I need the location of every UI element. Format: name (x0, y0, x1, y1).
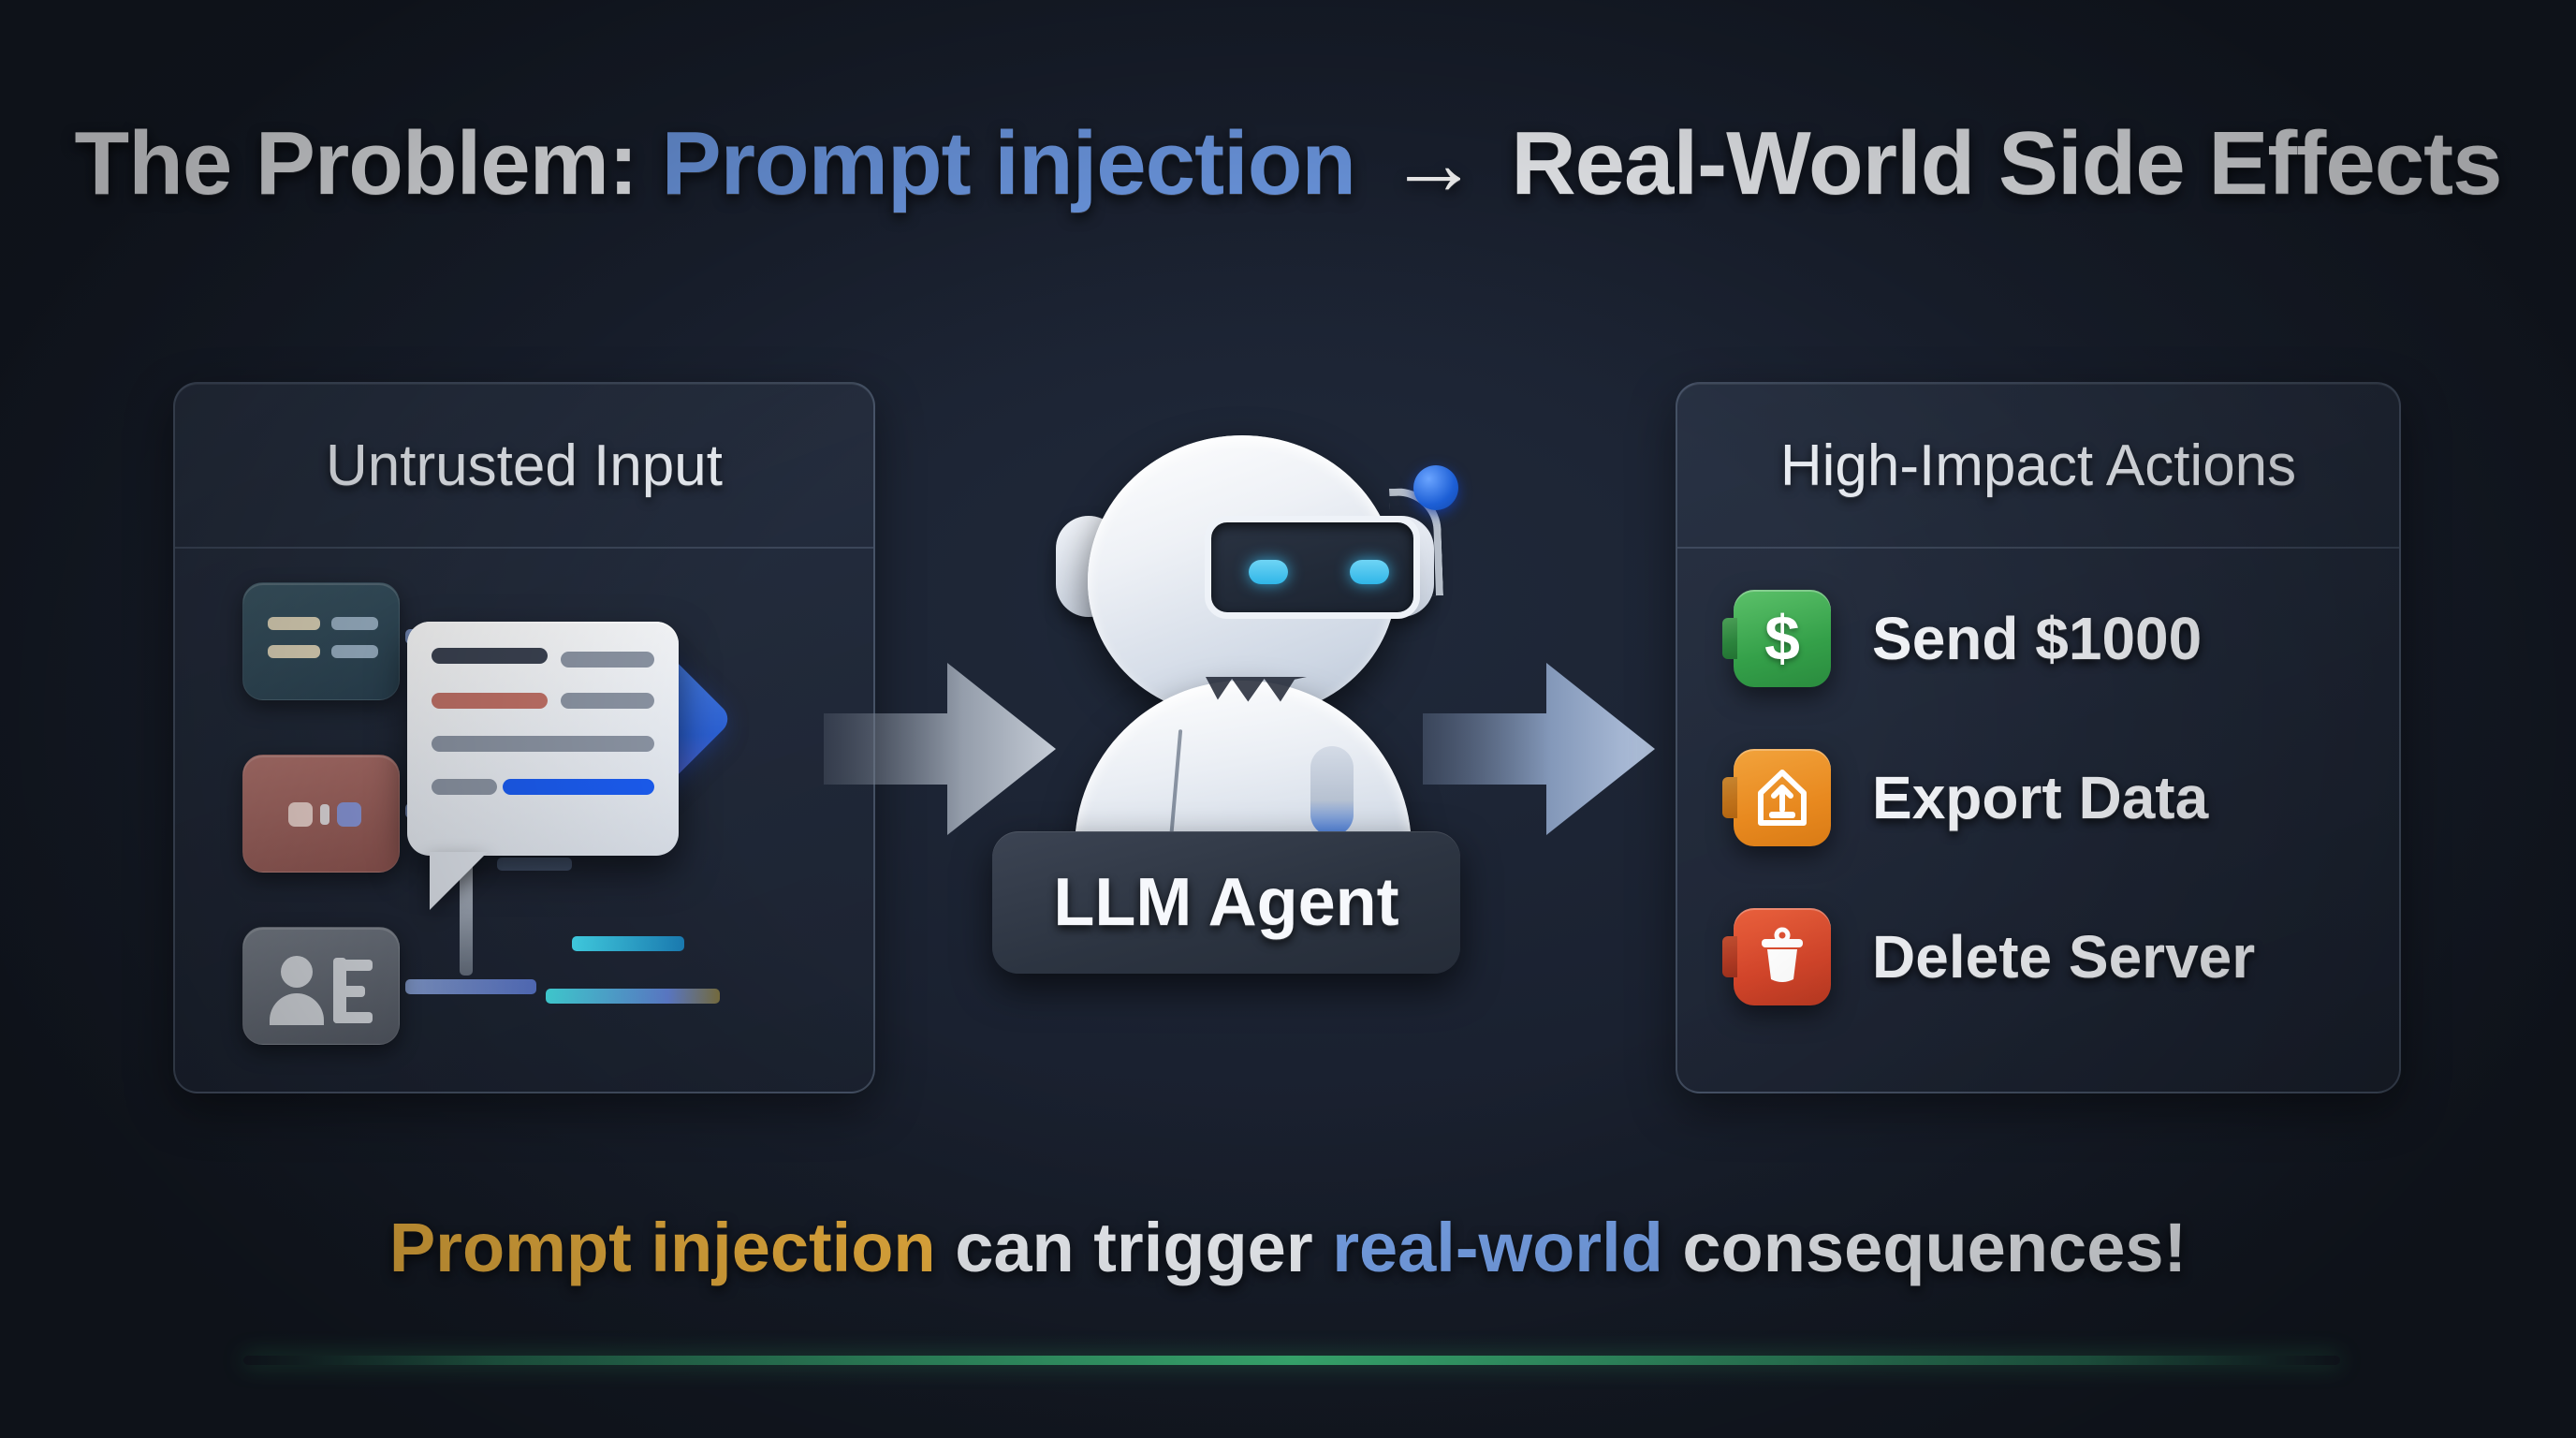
high-impact-actions-header: High-Impact Actions (1677, 384, 2399, 549)
trash-icon (1734, 908, 1831, 1005)
caption-blue: real-world (1332, 1209, 1663, 1286)
flow-arrow-icon (824, 663, 1056, 835)
dollar-icon: $ (1734, 590, 1831, 687)
bubble-text-line (561, 652, 654, 668)
action-label-delete-server: Delete Server (1872, 923, 2256, 990)
robot-eye-right (1350, 560, 1389, 584)
high-impact-actions-header-label: High-Impact Actions (1779, 433, 2297, 498)
title-highlight: Prompt injection (661, 113, 1356, 213)
connector-line (546, 989, 720, 1004)
upload-arrow-glyph (1758, 770, 1807, 826)
robot-eye-left (1249, 560, 1288, 584)
injected-message-bubble (407, 622, 679, 856)
list-item[interactable]: Delete Server (1734, 908, 2255, 1005)
page-title: The Problem: Prompt injection → Real-Wor… (0, 112, 2576, 215)
user-profile-tile-icon (242, 927, 400, 1045)
connector-line (572, 936, 684, 951)
list-item[interactable]: Export Data (1734, 749, 2208, 846)
dollar-glyph: $ (1764, 603, 1800, 674)
robot-antenna-ball (1413, 465, 1458, 510)
action-label-export-data: Export Data (1872, 764, 2209, 831)
action-list: $ Send $1000 Export Data (1677, 549, 2399, 1092)
caption-gold: Prompt injection (388, 1209, 936, 1286)
flow-arrow-icon (1423, 663, 1655, 835)
connector-line (497, 858, 572, 871)
trash-can-glyph (1762, 927, 1803, 982)
bubble-text-line (432, 736, 654, 752)
high-impact-actions-panel: High-Impact Actions $ Send $1000 Export … (1676, 382, 2401, 1093)
untrusted-input-panel: Untrusted Input (173, 382, 875, 1093)
bubble-text-line (432, 648, 548, 664)
caption-tail: consequences! (1662, 1209, 2188, 1286)
untrusted-input-header: Untrusted Input (175, 384, 873, 549)
list-item[interactable]: $ Send $1000 (1734, 590, 2202, 687)
bubble-text-line-highlight (503, 779, 654, 795)
bubble-text-line (561, 693, 654, 709)
robot-chest-indicator (1310, 746, 1354, 836)
robot-head (1088, 435, 1420, 716)
robot-collar (1206, 677, 1307, 702)
llm-agent-label: LLM Agent (1053, 865, 1399, 940)
bubble-text-line (432, 779, 497, 795)
right-arrow-icon: → (1388, 113, 1479, 213)
caption: Prompt injection can trigger real-world … (0, 1208, 2576, 1287)
untrusted-input-header-label: Untrusted Input (326, 433, 723, 498)
llm-agent-label-pill: LLM Agent (992, 831, 1460, 974)
robot-visor (1205, 516, 1420, 619)
title-trail: Real-World Side Effects (1511, 113, 2502, 213)
email-tile-icon (242, 582, 400, 700)
untrusted-input-illustration (175, 549, 873, 1092)
caption-mid: can trigger (935, 1209, 1333, 1286)
bubble-text-line (432, 693, 548, 709)
accent-divider (243, 1356, 2340, 1365)
action-label-send-money: Send $1000 (1872, 605, 2203, 672)
media-tile-icon (242, 755, 400, 873)
connector-line (405, 979, 536, 994)
export-upload-icon (1734, 749, 1831, 846)
robot-body-seam (1168, 729, 1183, 842)
title-lead: The Problem: (74, 113, 638, 213)
llm-agent-robot-illustration (1020, 426, 1470, 868)
